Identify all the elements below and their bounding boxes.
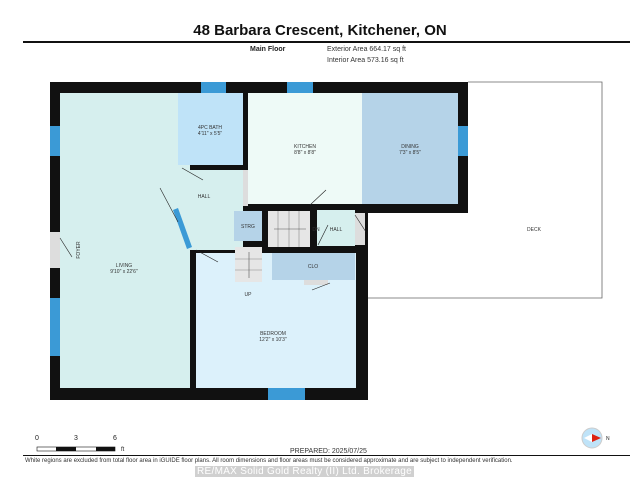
windows [50, 82, 468, 400]
exterior-area: Exterior Area 664.17 sq ft [327, 46, 406, 53]
room-dining [362, 93, 458, 204]
compass-label: N [606, 436, 610, 442]
dining-label: DINING [401, 144, 419, 150]
interior-area: Interior Area 573.16 sq ft [327, 57, 404, 64]
dining-dims: 7'3" x 8'5" [399, 150, 421, 156]
room-bath [178, 93, 243, 165]
scale-tick-3: 3 [74, 435, 78, 442]
disclaimer: White regions are excluded from total fl… [25, 458, 513, 464]
hall-2-label: HALL [330, 227, 343, 233]
bath-label: 4PC BATH [198, 125, 222, 131]
scale-bar: 0 3 6 ft [35, 435, 125, 453]
room-living [60, 93, 190, 388]
kitchen-dims: 8'8" x 8'8" [294, 150, 316, 156]
door-swings [59, 167, 367, 291]
storage-label: STRG [241, 224, 255, 230]
deck-label: DECK [527, 227, 542, 233]
compass-icon: N [581, 427, 610, 449]
stair-treads [235, 211, 306, 278]
room-kitchen [248, 93, 362, 204]
deck-outline [366, 81, 603, 299]
room-hall [178, 170, 243, 250]
prepared-date: PREPARED: 2025/07/25 [290, 448, 367, 455]
scale-tick-6: 6 [113, 435, 117, 442]
scale-unit: ft [121, 447, 125, 453]
scale-tick-0: 0 [35, 435, 39, 442]
brokerage-watermark: RE/MAX Solid Gold Realty (II) Ltd. Broke… [195, 466, 414, 477]
living-dims: 9'10" x 22'6" [110, 269, 138, 275]
room-hall-2 [317, 210, 355, 246]
room-storage [234, 211, 262, 241]
bedroom-label: BEDROOM [260, 331, 286, 337]
kitchen-label: KITCHEN [294, 144, 316, 150]
bedroom-dims: 12'2" x 10'3" [259, 337, 287, 343]
header-divider [23, 41, 630, 43]
door-openings [50, 170, 365, 285]
living-label: LIVING [116, 263, 133, 269]
page-title: 48 Barbara Crescent, Kitchener, ON [193, 22, 447, 39]
closet-label: CLO [308, 264, 318, 270]
stairs-down-label: DN [312, 227, 320, 233]
room-closet [272, 253, 355, 280]
foyer-label: FOYER [76, 241, 82, 259]
hall-label: HALL [198, 194, 211, 200]
floor-name: Main Floor [250, 46, 286, 53]
footer-divider [23, 455, 630, 456]
stairs-up-label: UP [245, 292, 253, 298]
bath-dims: 4'11" x 5'5" [198, 131, 222, 137]
stairs-up [235, 247, 262, 282]
